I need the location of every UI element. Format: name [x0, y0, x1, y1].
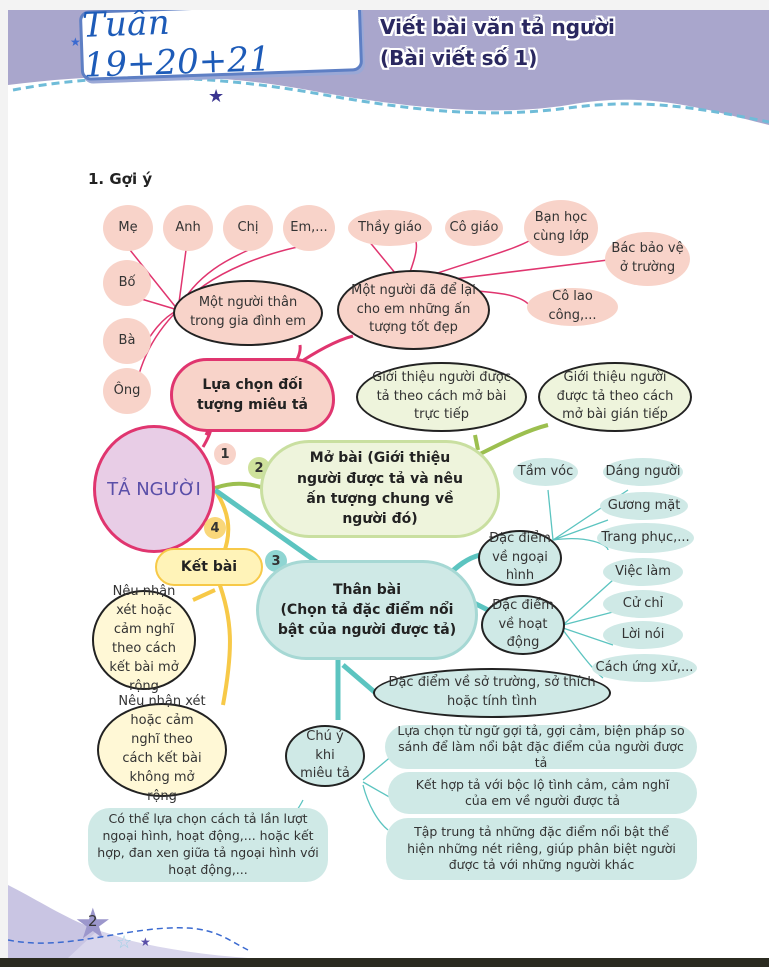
step-number-1: 1 [214, 443, 236, 465]
intro-cloud: Mở bài (Giới thiệu người được tả và nêu … [260, 440, 500, 538]
label: Đặc điểm về ngoại hình [489, 530, 551, 584]
center-label: TẢ NGƯỜI [107, 478, 201, 500]
label: Thân bài [332, 581, 402, 598]
family-member: Bà [103, 318, 151, 364]
label: Có thể lựa chọn cách tả lần lượt ngoại h… [97, 811, 319, 877]
label: Ông [113, 382, 141, 398]
step-number-4: 4 [204, 517, 226, 539]
label: Mở bài (Giới thiệu người được tả và nêu … [297, 450, 463, 528]
label: Chị [237, 219, 259, 235]
impression-person: Bác bảo vệ ở trường [605, 232, 690, 286]
impression-node: Một người đã để lại cho em những ấn tượn… [337, 270, 490, 350]
label: Chú ý khi miêu tả [300, 728, 350, 782]
strengths-node: Đặc điểm về sở trường, sở thích hoặc tín… [373, 668, 611, 718]
label: Cô lao công,... [548, 289, 597, 323]
choose-subject-cloud: Lựa chọn đối tượng miêu tả [170, 358, 335, 432]
appearance-item: Gương mặt [600, 492, 688, 520]
label: Kết bài [180, 558, 238, 575]
intro-direct: Giới thiệu người được tả theo cách mở bà… [356, 362, 527, 432]
activity-item: Việc làm [603, 558, 683, 586]
note-item: Có thể lựa chọn cách tả lần lượt ngoại h… [88, 808, 328, 882]
family-member: Chị [223, 205, 273, 251]
activity-node: Đặc điểm về hoạt động [481, 595, 565, 655]
appearance-item: Trang phục,... [597, 523, 694, 553]
label: Cử chỉ [622, 595, 664, 611]
appearance-node: Đặc điểm về ngoại hình [478, 530, 562, 586]
center-topic: TẢ NGƯỜI [93, 425, 215, 553]
label: Bạn học cùng lớp [533, 210, 589, 244]
body-cloud: Thân bài (Chọn tả đặc điểm nổi bật của ng… [256, 560, 478, 660]
label: 2 [254, 460, 264, 476]
label: Đặc điểm về hoạt động [492, 597, 554, 651]
family-member: Bố [103, 260, 151, 306]
label: Mẹ [118, 219, 138, 235]
label: 3 [271, 553, 281, 569]
note-item: Lựa chọn từ ngữ gợi tả, gợi cảm, biện ph… [385, 722, 697, 771]
page-number: 2 [88, 912, 98, 930]
svg-text:★: ★ [140, 935, 151, 949]
impression-person: Thầy giáo [348, 210, 432, 246]
family-member: Em,... [283, 205, 335, 251]
activity-item: Cử chỉ [603, 590, 683, 618]
label: Bố [118, 274, 136, 290]
appearance-item: Dáng người [603, 458, 683, 486]
label: Trang phục,... [601, 529, 690, 545]
label: Tập trung tả những đặc điểm nổi bật thể … [407, 823, 676, 873]
label: Giới thiệu người được tả theo cách mở bà… [372, 369, 511, 423]
conclusion-not-extended: Nêu nhận xét hoặc cảm nghĩ theo cách kết… [97, 694, 227, 804]
heading-line-2: (Bài viết số 1) [380, 46, 538, 70]
notes-node: Chú ý khi miêu tả [285, 725, 365, 787]
label: Việc làm [615, 563, 671, 579]
svg-text:★: ★ [208, 86, 224, 107]
conclusion-cloud: Kết bài [155, 548, 263, 586]
label: Anh [175, 219, 201, 235]
activity-item: Lời nói [603, 621, 683, 649]
textbook-page: ★ ★ Tuần 19+20+21 Viết bài văn tả người … [8, 10, 769, 958]
label: Nêu nhận xét hoặc cảm nghĩ theo cách kết… [118, 694, 206, 804]
label: Cô giáo [449, 219, 499, 235]
footer-decoration: ★ ☆ ★ [8, 885, 249, 958]
page-heading: Viết bài văn tả người (Bài viết số 1) [380, 12, 615, 74]
label: 1 [220, 446, 230, 462]
label: Tầm vóc [517, 463, 574, 479]
label: Lựa chọn đối tượng miêu tả [196, 376, 308, 413]
label: Đặc điểm về sở trường, sở thích hoặc tín… [388, 675, 596, 709]
svg-text:★: ★ [70, 35, 81, 49]
label: Lời nói [621, 626, 665, 642]
impression-person: Bạn học cùng lớp [524, 200, 598, 256]
label: Gương mặt [607, 497, 681, 513]
label: Kết hợp tả với bộc lộ tình cảm, cảm nghĩ… [415, 776, 670, 808]
label: Giới thiệu người được tả theo cách mở bà… [556, 369, 674, 423]
label: Bà [118, 332, 136, 348]
appearance-item: Tầm vóc [513, 458, 578, 486]
svg-text:☆: ☆ [116, 932, 132, 953]
label: 4 [210, 520, 220, 536]
label: Nêu nhận xét hoặc cảm nghĩ theo cách kết… [109, 584, 179, 694]
label: (Chọn tả đặc điểm nổi bật của người được… [277, 601, 457, 639]
heading-line-1: Viết bài văn tả người [380, 15, 615, 39]
label: Bác bảo vệ ở trường [611, 241, 684, 275]
family-member: Mẹ [103, 205, 153, 251]
note-item: Kết hợp tả với bộc lộ tình cảm, cảm nghĩ… [388, 772, 697, 814]
label: Em,... [290, 219, 328, 235]
bottom-bar [0, 958, 769, 967]
intro-indirect: Giới thiệu người được tả theo cách mở bà… [538, 362, 692, 432]
impression-person: Cô giáo [445, 210, 503, 246]
family-member: Anh [163, 205, 213, 251]
label: Lựa chọn từ ngữ gợi tả, gợi cảm, biện ph… [397, 722, 685, 771]
section-title: 1. Gợi ý [88, 170, 153, 188]
conclusion-extended: Nêu nhận xét hoặc cảm nghĩ theo cách kết… [92, 584, 196, 694]
label: Một người thân trong gia đình em [190, 295, 306, 329]
note-item: Tập trung tả những đặc điểm nổi bật thể … [386, 818, 697, 880]
label: Một người đã để lại cho em những ấn tượn… [351, 282, 476, 336]
label: Thầy giáo [358, 219, 422, 235]
family-node: Một người thân trong gia đình em [173, 280, 323, 346]
impression-person: Cô lao công,... [527, 288, 618, 326]
family-member: Ông [103, 368, 151, 414]
label: Cách ứng xử,... [595, 659, 694, 675]
activity-item: Cách ứng xử,... [592, 654, 697, 682]
label: Dáng người [605, 463, 681, 479]
